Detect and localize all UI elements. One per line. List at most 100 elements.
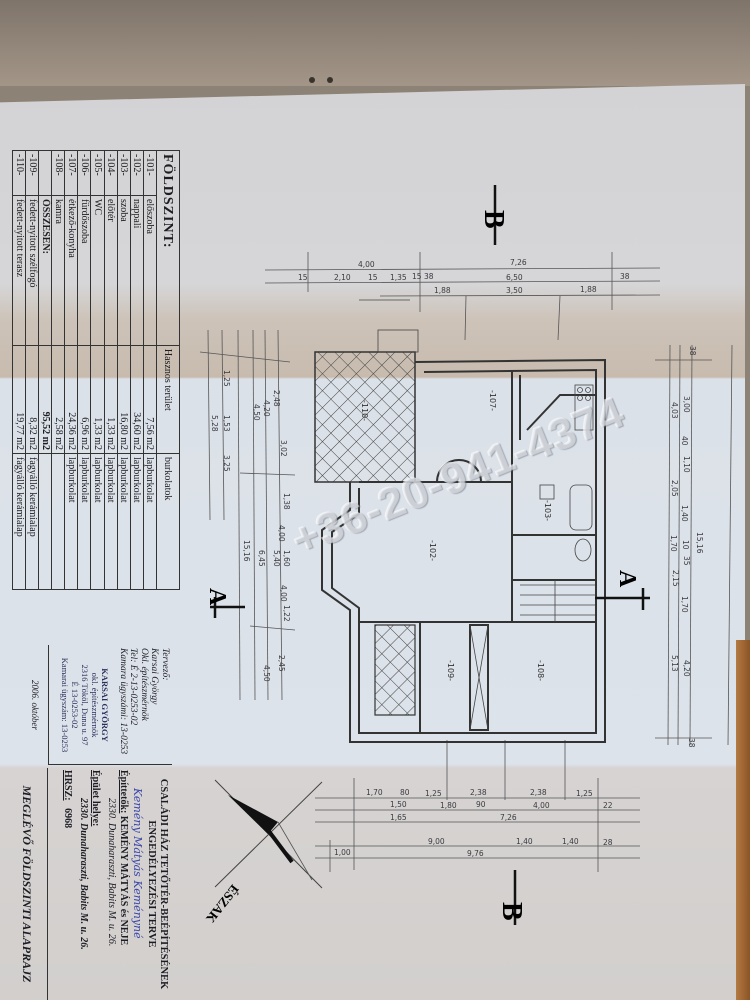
room-labels: -110--107--103--102--109--108-: [360, 390, 552, 681]
section-marker-a-left: A: [204, 588, 230, 606]
dimension-label-bottom: 1,70: [366, 788, 383, 797]
staircase: [520, 580, 595, 622]
dimension-label-top: 3,50: [506, 286, 523, 295]
room-finish: lapburkolat: [64, 453, 78, 590]
dimension-label-right: 4,20: [682, 660, 691, 677]
room-label: -103-: [543, 500, 552, 521]
project-title: CSALÁDI HÁZ TETŐTÉR-BEÉPÍTÉSÉNEK: [158, 778, 169, 990]
north-arrow-icon: [214, 779, 323, 889]
room-name: WC: [90, 195, 105, 346]
room-finish: lapburkolat: [130, 453, 144, 590]
dimension-label-left: 1,25: [222, 370, 231, 387]
room-code: -106-: [77, 150, 91, 196]
dimension-label-bottom: 7,26: [500, 813, 517, 822]
room-name: fedett-nyitott szélfogó: [25, 195, 39, 346]
room-finish: lapburkolat: [77, 453, 91, 590]
room-label: -110-: [360, 400, 369, 421]
dimension-label-right: 1,70: [680, 596, 689, 613]
dimension-label-top: 1,35: [390, 273, 407, 282]
dimension-label-left: 1,22: [282, 605, 291, 622]
designer-chamber: Kamara ügyszámi: 13-0253: [118, 648, 128, 755]
dimension-label-top: 15: [412, 272, 422, 281]
room-area: 2,58 m2: [51, 345, 65, 454]
room-finish: [51, 453, 65, 590]
dimension-label-left: 4,00: [279, 585, 288, 602]
room-area: 1,33 m2: [90, 345, 105, 454]
room-name: nappali: [130, 195, 144, 346]
dimension-label-bottom: 1,40: [516, 837, 533, 846]
dimension-label-bottom: 1,00: [334, 848, 351, 857]
dimension-label-left: 5,28: [210, 415, 219, 432]
room-finish: fagyálló kerámialap: [25, 453, 39, 590]
dimension-label-right: 3,00: [682, 396, 691, 413]
dimension-label-bottom: 4,00: [533, 801, 550, 810]
sheet-title: MEGLÉVŐ FÖLDSZINTI ALAPRAJZ: [20, 785, 34, 983]
section-lines: [210, 185, 650, 925]
room-finish: [38, 453, 52, 590]
stamp-title: okl. építészmérnök: [90, 672, 100, 738]
dimension-label-left: 4,50: [252, 404, 261, 421]
room-name: fürdőszoba: [77, 195, 91, 346]
dimension-label-left: 4,20: [262, 400, 271, 417]
paper-sheet: [0, 84, 745, 1000]
room-code: -101-: [143, 150, 157, 196]
room-area: 1,33 m2: [104, 345, 118, 454]
dimension-label-right: 1,10: [682, 456, 691, 473]
dimension-label-bottom: 9,00: [428, 837, 445, 846]
drawing-date: 2006. október: [30, 680, 40, 730]
dimension-label-left: 15,16: [242, 540, 251, 562]
room-code: -108-: [51, 150, 65, 196]
site-address: 2330. Dunaharaszti, Babits M. u. 26.: [78, 798, 89, 950]
room-area: 7,56 m2: [143, 345, 157, 454]
room-code: -109-: [25, 150, 39, 196]
client-label: Építtetők:: [118, 770, 129, 814]
dimension-lines: [199, 252, 733, 872]
room-area: 24,36 m2: [64, 345, 78, 454]
dimension-label-bottom: 90: [476, 800, 486, 809]
dimension-label-left: 2,48: [272, 390, 281, 407]
area-header: Hasznos terület: [156, 345, 180, 454]
dimension-label-left: 4,50: [262, 665, 271, 682]
room-code: -102-: [130, 150, 144, 196]
dimension-label-top: 4,00: [358, 260, 375, 269]
dimension-label-top: 38: [424, 272, 434, 281]
room-name: szoba: [117, 195, 131, 346]
dimension-label-bottom: 1,65: [390, 813, 407, 822]
dimension-label-right: 15,16: [695, 532, 704, 554]
client-address: 2330. Dunaharaszti, Babits M. u. 26.: [106, 798, 117, 947]
total-row: ÖSSZESEN:95,52 m2: [38, 150, 52, 590]
room-code: [38, 150, 52, 196]
dimension-label-bottom: 1,25: [425, 789, 442, 798]
dimension-label-left: 5,40: [272, 550, 281, 567]
entry-porch-hatched-area: [374, 624, 416, 716]
dimension-label-right: 1,70: [669, 535, 678, 552]
project-subtitle: ENGEDÉLYEZÉSI TERVE: [146, 820, 157, 948]
north-label: ÉSZAK: [203, 882, 243, 927]
section-marker-b-bottom: B: [496, 902, 527, 921]
stamp-address: 2316 Tököl, Duna u. 97: [80, 664, 90, 746]
binder-holes: [309, 77, 333, 83]
dimension-label-bottom: 1,80: [440, 801, 457, 810]
fixtures: [359, 299, 595, 731]
project-info: CSALÁDI HÁZ TETŐTÉR-BEÉPÍTÉSÉNEK ENGEDÉL…: [47, 768, 172, 1000]
dimension-label-bottom: 1,40: [562, 837, 579, 846]
room-code: -103-: [117, 150, 131, 196]
room-name: étkező-konyha: [64, 195, 78, 346]
designer-label: Tervező:: [160, 648, 170, 681]
dimension-label-bottom: 2,38: [470, 788, 487, 797]
dimension-label-right: 1,40: [680, 505, 689, 522]
dimension-label-bottom: 1,25: [576, 789, 593, 798]
dimension-label-bottom: 9,76: [467, 849, 484, 858]
designer-title: Okl. építészmérnök: [139, 648, 149, 721]
room-area: 34,60 m2: [130, 345, 144, 454]
dimension-label-left: 4,00: [277, 525, 286, 542]
room-code: -107-: [64, 150, 78, 196]
stamp-reg: É 13-0253-02: [70, 681, 80, 729]
room-finish: lapburkolat: [90, 453, 105, 590]
